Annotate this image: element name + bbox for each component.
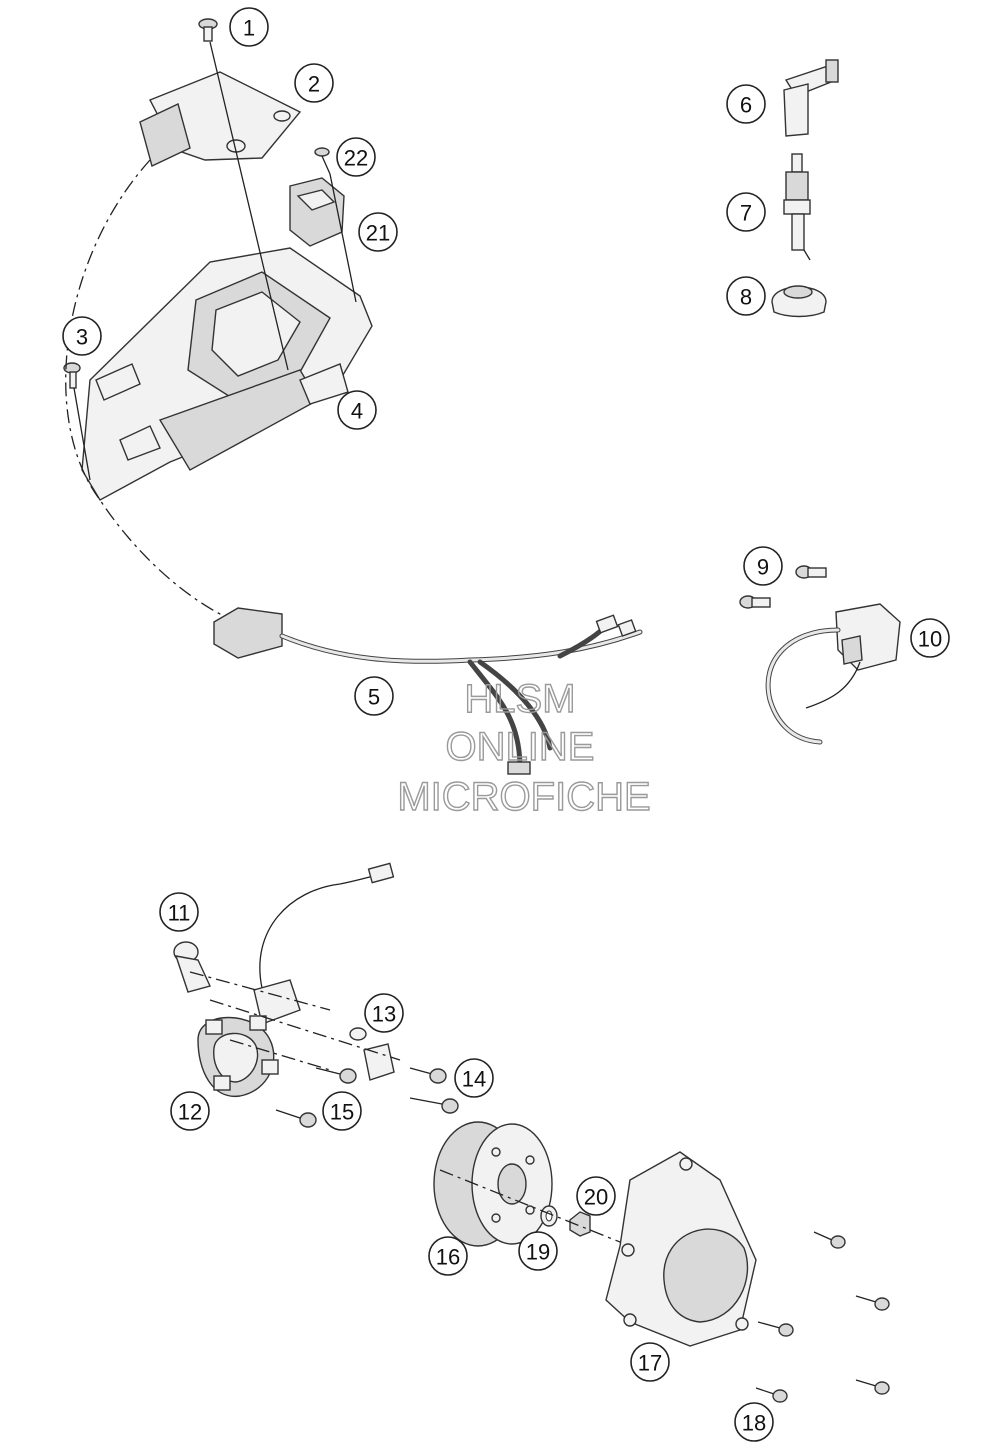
part-screw-18d[interactable] [855, 1379, 890, 1395]
callout-14[interactable]: 14 [454, 1058, 494, 1098]
callout-20[interactable]: 20 [576, 1176, 616, 1216]
callout-16-label: 16 [436, 1245, 460, 1270]
axis-dash-line [189, 971, 331, 1011]
callout-4-label: 4 [351, 399, 363, 424]
callout-15[interactable]: 15 [322, 1091, 362, 1131]
callout-13-label: 13 [372, 1002, 396, 1027]
part-screw-15a[interactable] [315, 1067, 357, 1084]
part-wiring-harness-5[interactable] [213, 607, 643, 775]
callout-6-label: 6 [740, 93, 752, 118]
callout-22[interactable]: 22 [336, 137, 376, 177]
axis-dash-line [439, 1169, 631, 1247]
part-screw-22[interactable] [314, 147, 331, 175]
callout-3-label: 3 [76, 325, 88, 350]
part-holder-21[interactable] [289, 177, 345, 247]
callout-21[interactable]: 21 [358, 212, 398, 252]
callout-15-label: 15 [330, 1100, 354, 1125]
callout-4[interactable]: 4 [337, 390, 377, 430]
axis-dash-line [209, 999, 401, 1061]
part-screw-18b[interactable] [855, 1295, 890, 1311]
callout-layer: 1 2 3 4 5 6 7 8 9 10 11 12 13 14 15 16 1… [62, 7, 950, 1442]
callout-21-label: 21 [366, 221, 390, 246]
watermark-line-3: MICROFICHE [397, 775, 650, 819]
part-cover-17[interactable] [605, 1151, 757, 1347]
part-spark-plug-cap-6[interactable] [783, 59, 839, 137]
generator-group [173, 862, 890, 1403]
watermark-line-2: ONLINE [446, 725, 595, 769]
part-bracket-4[interactable] [81, 247, 373, 501]
ignition-coil-group [739, 565, 901, 745]
callout-1-label: 1 [243, 16, 255, 41]
callout-12[interactable]: 12 [170, 1091, 210, 1131]
part-bolt-9a[interactable] [795, 565, 827, 579]
callout-2[interactable]: 2 [294, 63, 334, 103]
part-stator-12[interactable] [197, 1015, 279, 1097]
callout-10-label: 10 [918, 627, 942, 652]
part-washer-19[interactable] [540, 1205, 558, 1227]
guide-line [329, 173, 357, 303]
callout-9[interactable]: 9 [743, 546, 783, 586]
callout-5[interactable]: 5 [354, 676, 394, 716]
callout-7-label: 7 [740, 201, 752, 226]
axis-dash-line [229, 1039, 331, 1071]
callout-16[interactable]: 16 [428, 1236, 468, 1276]
callout-19-label: 19 [526, 1240, 550, 1265]
part-flywheel-16[interactable] [433, 1121, 553, 1247]
part-ignition-coil-10[interactable] [765, 603, 901, 745]
part-screw-15b[interactable] [275, 1109, 317, 1128]
callout-18[interactable]: 18 [734, 1402, 774, 1442]
callout-14-label: 14 [462, 1067, 486, 1092]
callout-9-label: 9 [757, 555, 769, 580]
callout-2-label: 2 [308, 72, 320, 97]
callout-17-label: 17 [638, 1351, 662, 1376]
callout-8[interactable]: 8 [726, 276, 766, 316]
callout-8-label: 8 [740, 285, 752, 310]
part-control-unit-2[interactable] [139, 71, 302, 167]
part-nut-20[interactable] [569, 1211, 591, 1237]
callout-5-label: 5 [368, 685, 380, 710]
guide-line [73, 387, 91, 481]
watermark-line-1: HLSM [464, 677, 575, 721]
part-screw-1[interactable] [198, 18, 218, 42]
part-screw-18e[interactable] [755, 1387, 788, 1403]
callout-12-label: 12 [178, 1100, 202, 1125]
watermark: HLSM ONLINE MICROFICHE [397, 676, 652, 819]
callout-19[interactable]: 19 [518, 1231, 558, 1271]
callout-10[interactable]: 10 [910, 618, 950, 658]
part-screw-14b[interactable] [409, 1097, 459, 1114]
part-screw-18a[interactable] [813, 1231, 846, 1249]
callout-1[interactable]: 1 [229, 7, 269, 47]
callout-3[interactable]: 3 [62, 316, 102, 356]
ignition-parts-group [771, 59, 839, 318]
connection-dash-line [65, 159, 229, 619]
part-screw-14a[interactable] [409, 1067, 447, 1084]
part-screw-18c[interactable] [757, 1321, 794, 1337]
part-screw-3[interactable] [63, 362, 81, 389]
callout-6[interactable]: 6 [726, 84, 766, 124]
part-cable-11[interactable] [173, 862, 395, 1025]
callout-18-label: 18 [742, 1411, 766, 1436]
callout-17[interactable]: 17 [630, 1342, 670, 1382]
callout-22-label: 22 [344, 146, 368, 171]
guide-line [209, 41, 289, 371]
callout-7[interactable]: 7 [726, 192, 766, 232]
callout-11-label: 11 [168, 901, 191, 926]
part-clip-13[interactable] [349, 1027, 395, 1081]
callout-20-label: 20 [584, 1185, 608, 1210]
callout-11[interactable]: 11 [159, 892, 199, 932]
part-spark-plug-7[interactable] [783, 153, 811, 261]
callout-13[interactable]: 13 [364, 993, 404, 1033]
control-unit-group [63, 18, 643, 775]
part-seal-8[interactable] [771, 285, 827, 318]
part-bolt-9b[interactable] [739, 595, 771, 609]
